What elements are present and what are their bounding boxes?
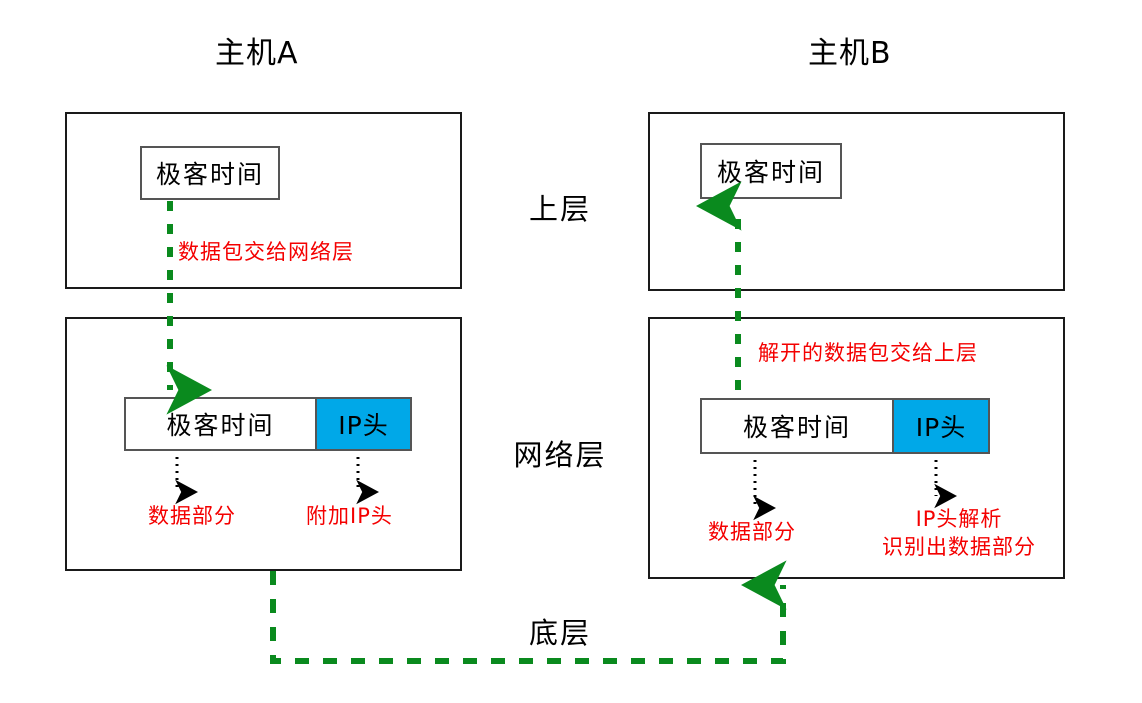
note-host-a-data-part: 数据部分: [148, 504, 236, 528]
host-a-packet-ip-header-segment: IP头: [315, 397, 412, 451]
host-a-upper-layer-box: [65, 112, 462, 289]
layer-label-network: 网络层: [513, 438, 607, 472]
host-a-packet: 极客时间 IP头: [124, 397, 412, 451]
note-host-b-ip-header-parse: IP头解析 识别出数据部分: [882, 505, 1036, 562]
host-b-packet: 极客时间 IP头: [700, 398, 990, 454]
note-host-a-add-ip-header: 附加IP头: [306, 504, 393, 528]
note-host-b-ip-parse-line2: 识别出数据部分: [882, 535, 1036, 560]
host-b-packet-data-segment: 极客时间: [700, 398, 892, 454]
host-a-packet-data-segment: 极客时间: [124, 397, 315, 451]
host-b-title: 主机B: [808, 36, 892, 71]
host-a-app-box: 极客时间: [140, 146, 280, 200]
host-a-network-layer-box: [65, 317, 462, 571]
host-b-app-box: 极客时间: [700, 143, 842, 199]
host-b-network-layer-box: [648, 317, 1065, 579]
host-b-packet-ip-header-segment: IP头: [892, 398, 990, 454]
host-a-title: 主机A: [215, 36, 299, 71]
layer-label-bottom: 底层: [528, 616, 591, 650]
note-send-packet-to-network-layer: 数据包交给网络层: [178, 240, 354, 264]
note-host-b-data-part: 数据部分: [708, 520, 796, 544]
note-host-b-ip-parse-line1: IP头解析: [915, 507, 1003, 531]
note-host-b-unpack-to-upper: 解开的数据包交给上层: [758, 341, 978, 365]
host-b-upper-layer-box: [648, 112, 1065, 291]
layer-label-upper: 上层: [528, 192, 591, 226]
